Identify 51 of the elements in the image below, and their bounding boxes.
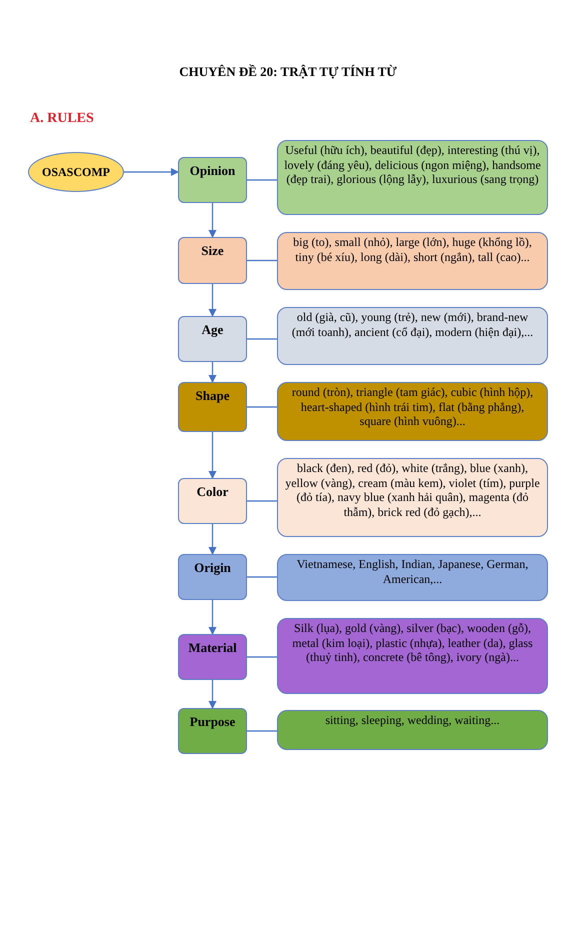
- node-text: sitting, sleeping, wedding, waiting...: [325, 713, 500, 728]
- connector-line: [247, 500, 277, 502]
- arrow: [208, 203, 216, 238]
- arrow: [208, 284, 216, 317]
- node-text: Age: [202, 321, 224, 339]
- example-box: [277, 458, 548, 537]
- connector-line: [247, 338, 277, 340]
- node-text: Shape: [196, 387, 230, 405]
- category-box: [178, 382, 247, 432]
- node-text: Material: [188, 639, 237, 657]
- connector-line: [247, 179, 277, 181]
- example-box: [277, 307, 548, 365]
- node-text: round (tròn), triangle (tam giác), cubic (hình hộp), heart-shaped (hình trái tim), flat (bằng phẳng), square (hình vuông)...: [290, 385, 534, 428]
- node-text: OSASCOMP: [42, 164, 110, 181]
- node-text: Silk (lụa), gold (vàng), silver (bạc), wooden (gỗ), metal (kim loại), plastic (nhựa), leather (da), glass (thuỷ tinh), concrete (bê tông), ivory (ngà)...: [291, 621, 534, 664]
- category-box: [178, 708, 247, 754]
- category-box: [178, 478, 247, 524]
- connector-line: [247, 656, 277, 658]
- category-box: [178, 237, 247, 284]
- example-box: [277, 618, 548, 694]
- node-text: Color: [196, 483, 228, 501]
- category-box: [178, 554, 247, 600]
- example-box: [277, 232, 548, 290]
- node-text: big (to), small (nhỏ), large (lớn), huge (khổng lồ), tiny (bé xíu), long (dài), short (ngắn), tall (cao)...: [292, 235, 533, 264]
- node-text: Opinion: [190, 162, 236, 180]
- section-heading: A. RULES: [30, 110, 94, 128]
- example-box: [277, 382, 548, 441]
- example-box: [277, 140, 548, 215]
- node-text: Origin: [194, 559, 231, 577]
- arrow: [208, 600, 216, 635]
- connector-line: [247, 260, 277, 262]
- category-box: [178, 316, 247, 362]
- node-text: Size: [201, 242, 224, 260]
- connector-line: [247, 406, 277, 408]
- example-box: [277, 710, 548, 750]
- node-text: black (đen), red (đỏ), white (trắng), blue (xanh), yellow (vàng), cream (màu kem), violet (tím), purple (đỏ tía), navy blue (xanh hải quân), magenta (đỏ thẫm), brick red (đỏ gạch),...: [284, 461, 541, 519]
- arrow: [208, 432, 216, 479]
- node-text: Purpose: [190, 713, 236, 731]
- category-box: [178, 157, 247, 203]
- arrow: [208, 524, 216, 555]
- arrow: [208, 362, 216, 383]
- category-box: [178, 634, 247, 680]
- example-box: [277, 554, 548, 601]
- title: CHUYÊN ĐỀ 20: TRẬT TỰ TÍNH TỪ: [178, 63, 398, 81]
- connector-line: [247, 730, 277, 732]
- node-text: Vietnamese, English, Indian, Japanese, German, American,...: [296, 557, 530, 586]
- arrow: [124, 168, 179, 176]
- node-text: old (già, cũ), young (trẻ), new (mới), brand-new (mới toanh), ancient (cổ đại), modern (hiện đại),...: [290, 310, 534, 339]
- node-text: Useful (hữu ích), beautiful (đẹp), interesting (thú vị), lovely (đáng yêu), delicious (ngon miệng), handsome (đẹp trai), glorious (lộng lẫy), luxurious (sang trọng): [284, 143, 541, 186]
- connector-line: [247, 576, 277, 578]
- arrow: [208, 680, 216, 709]
